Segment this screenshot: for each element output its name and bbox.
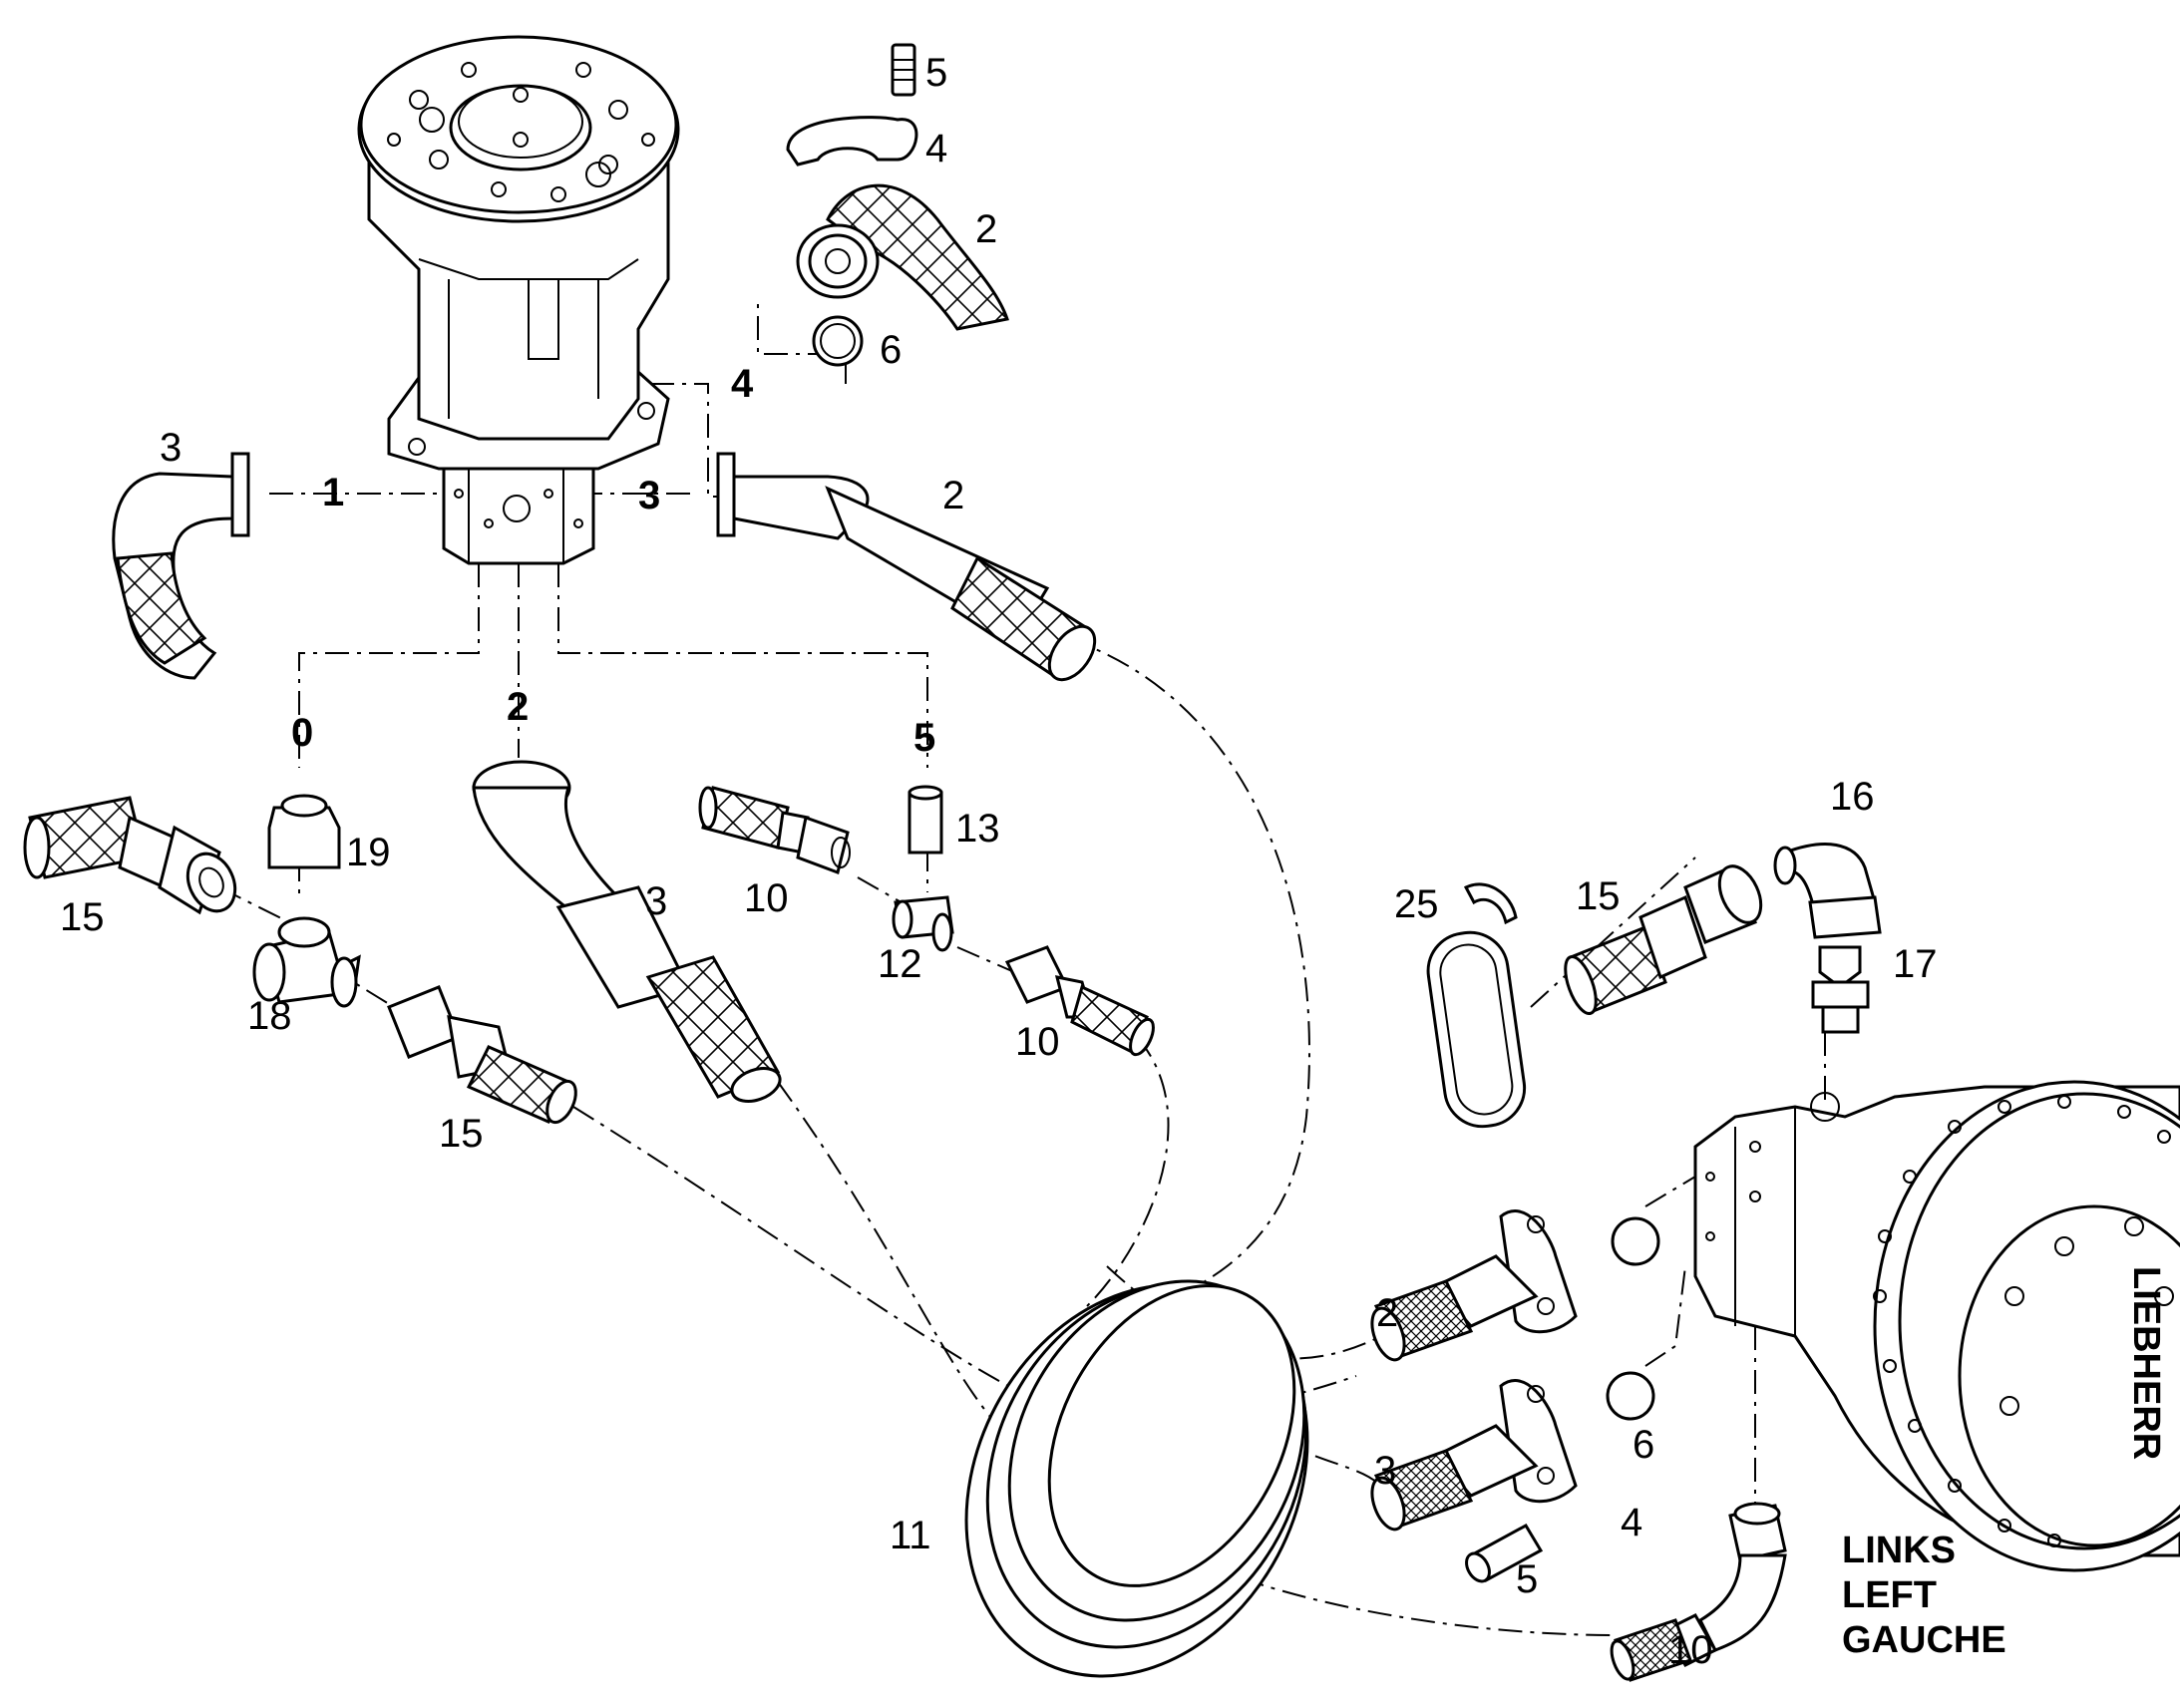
callout-2-low: 2 [1376, 1291, 1398, 1335]
callout-10-upper: 10 [744, 876, 789, 920]
rotary-union [357, 35, 680, 565]
travel-motor: LIEBHERR [1693, 1080, 2180, 1572]
flange-hose-2-low [1370, 1209, 1660, 1362]
callout-25: 25 [1394, 882, 1439, 926]
motor-logo: LIEBHERR [2125, 1266, 2167, 1460]
svg-text:LIEBHERR: LIEBHERR [2125, 1266, 2167, 1460]
top-fitting-group [786, 43, 1009, 367]
callout-5-port: 5 [913, 716, 935, 760]
callout-10-low: 10 [1668, 1628, 1713, 1672]
callout-2-right: 2 [942, 474, 964, 517]
callout-11: 11 [890, 1514, 931, 1557]
split-flange-4-top [786, 116, 918, 167]
callout-3-port: 3 [638, 474, 660, 517]
callout-3-mid: 3 [645, 879, 667, 923]
side-caption: LINKS LEFT GAUCHE [1842, 1530, 2006, 1661]
seal-ring-11 [964, 1279, 1309, 1678]
right-fittings [1564, 843, 1882, 1034]
flange-hose-3-low [1370, 1371, 1655, 1532]
o-ring-6-low-b [1606, 1371, 1655, 1421]
callout-1-port: 1 [322, 471, 344, 514]
callout-5-low: 5 [1516, 1557, 1538, 1601]
callout-12: 12 [878, 942, 922, 986]
caption-line-1: LINKS [1842, 1530, 1956, 1571]
caption-line-2: LEFT [1842, 1574, 1937, 1616]
callout-3-low: 3 [1374, 1449, 1396, 1493]
hose-3-center [472, 760, 782, 1103]
callout-2-port: 2 [507, 685, 529, 729]
callout-6-top: 6 [880, 328, 902, 372]
callout-19: 19 [346, 831, 391, 874]
left-fitting-assembly [23, 794, 577, 1125]
callout-17: 17 [1893, 942, 1938, 986]
elbow-hose-10-low [1610, 1502, 1787, 1682]
callout-6-low: 6 [1633, 1423, 1654, 1467]
callout-3-left: 3 [160, 426, 182, 470]
callout-16: 16 [1830, 775, 1875, 819]
callout-13: 13 [955, 807, 1000, 851]
clamp-25 [1426, 882, 1527, 1129]
callout-15-left: 15 [60, 895, 105, 939]
callout-5-top: 5 [925, 51, 947, 95]
callout-4-port: 4 [731, 362, 754, 406]
hose-2-top [826, 183, 1009, 331]
bolt-5-low [1465, 1523, 1544, 1583]
caption-line-3: GAUCHE [1842, 1619, 2006, 1661]
hose-2-right [716, 452, 1097, 682]
callout-15-mid: 15 [439, 1112, 484, 1156]
o-ring-6-low-a [1611, 1216, 1660, 1266]
callout-18: 18 [247, 994, 292, 1038]
callout-4-low: 4 [1621, 1501, 1642, 1544]
callout-labels: 5 4 2 6 4 3 1 3 2 0 2 5 19 15 18 15 3 10… [60, 51, 1938, 1672]
callout-2-top: 2 [975, 207, 997, 251]
callout-4-top: 4 [925, 127, 947, 171]
upper-middle-fittings [698, 785, 1155, 1057]
callout-10-mid: 10 [1015, 1020, 1060, 1064]
callout-0-port: 0 [291, 711, 313, 755]
callout-15-right: 15 [1576, 874, 1621, 918]
hose-3-left [112, 452, 250, 680]
